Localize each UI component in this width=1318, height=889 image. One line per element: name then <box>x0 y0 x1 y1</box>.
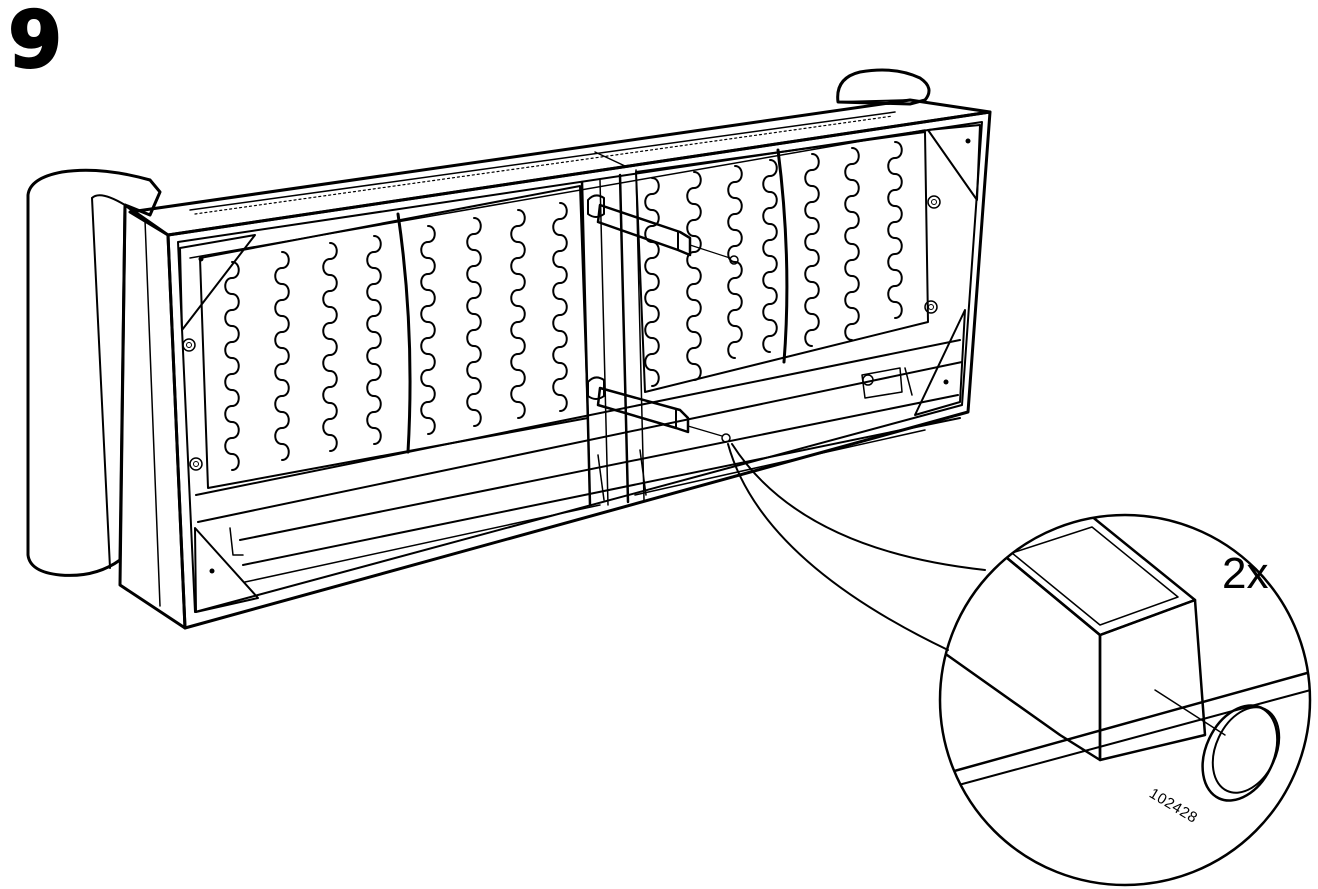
left-armrest <box>26 168 162 577</box>
spring <box>552 202 568 412</box>
spring <box>510 209 526 419</box>
spring <box>727 165 743 359</box>
spring <box>274 251 290 461</box>
center-divider <box>580 169 645 507</box>
corner-braces <box>179 124 981 613</box>
spring <box>686 171 702 381</box>
spring <box>466 217 482 427</box>
step-number: 9 <box>7 0 63 86</box>
quantity-label: 2x <box>1222 549 1269 598</box>
bolts <box>182 138 971 574</box>
frame-outline <box>118 98 992 630</box>
spring <box>644 177 660 387</box>
leg-lower <box>587 376 731 443</box>
spring <box>322 242 338 452</box>
lower-rails <box>195 339 963 583</box>
spring <box>887 141 903 319</box>
leg-upper <box>587 194 739 265</box>
zigzag-springs <box>224 141 903 471</box>
right-armrest <box>836 68 931 106</box>
spring <box>804 153 820 347</box>
spring-panel-left <box>199 185 589 489</box>
spring-panel-right <box>635 131 929 393</box>
spring <box>420 225 436 435</box>
callout-pointer <box>727 443 986 651</box>
spring <box>224 261 240 471</box>
spring <box>762 159 778 353</box>
spring <box>844 147 860 341</box>
spring <box>366 235 382 445</box>
detail-magnifier <box>938 513 1312 887</box>
